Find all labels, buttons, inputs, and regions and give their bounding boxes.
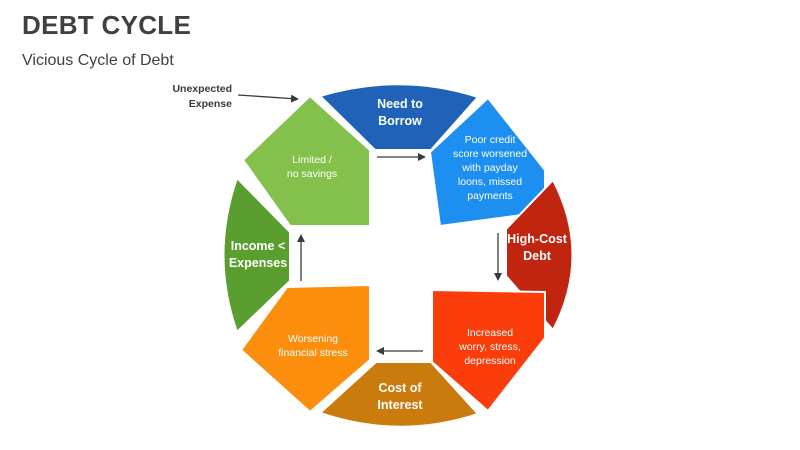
label-poor-credit-1: Poor credit (465, 134, 516, 146)
label-income-expenses-1: Income < (231, 239, 286, 253)
label-poor-credit-5: payments (467, 190, 513, 202)
label-increased-worry-3: depression (464, 355, 516, 367)
segment-cost-of-interest (319, 361, 479, 428)
segment-poor-credit (429, 97, 546, 227)
label-cost-of-interest-1: Cost of (378, 381, 422, 395)
label-poor-credit-2: score worsened (453, 148, 527, 160)
segment-increased-worry (431, 289, 546, 412)
annotation-line2: Expense (189, 98, 232, 110)
label-worsening-stress-2: financial stress (278, 347, 347, 359)
label-worsening-stress-1: Worsening (288, 333, 338, 345)
label-income-expenses-2: Expenses (229, 256, 287, 270)
label-need-to-borrow-1: Need to (377, 97, 423, 111)
annotation-arrow (237, 94, 299, 103)
segment-income-expenses (222, 177, 291, 333)
annotation-line1: Unexpected (172, 83, 232, 95)
label-limited-savings-2: no savings (287, 168, 337, 180)
label-poor-credit-3: with payday (461, 162, 518, 174)
label-high-cost-debt-1: High-Cost (507, 232, 568, 246)
label-need-to-borrow-2: Borrow (378, 114, 422, 128)
label-high-cost-debt-2: Debt (523, 249, 552, 263)
segment-limited-savings (242, 95, 371, 227)
label-increased-worry-2: worry, stress, (458, 341, 521, 353)
label-increased-worry-1: Increased (467, 327, 513, 339)
label-cost-of-interest-2: Interest (377, 398, 423, 412)
page-subtitle: Vicious Cycle of Debt (22, 52, 174, 69)
segment-need-to-borrow (319, 83, 479, 151)
label-limited-savings-1: Limited / (292, 154, 332, 166)
label-poor-credit-4: loons, missed (458, 176, 522, 188)
page-title: DEBT CYCLE (22, 10, 192, 40)
segment-worsening-stress (240, 284, 371, 413)
